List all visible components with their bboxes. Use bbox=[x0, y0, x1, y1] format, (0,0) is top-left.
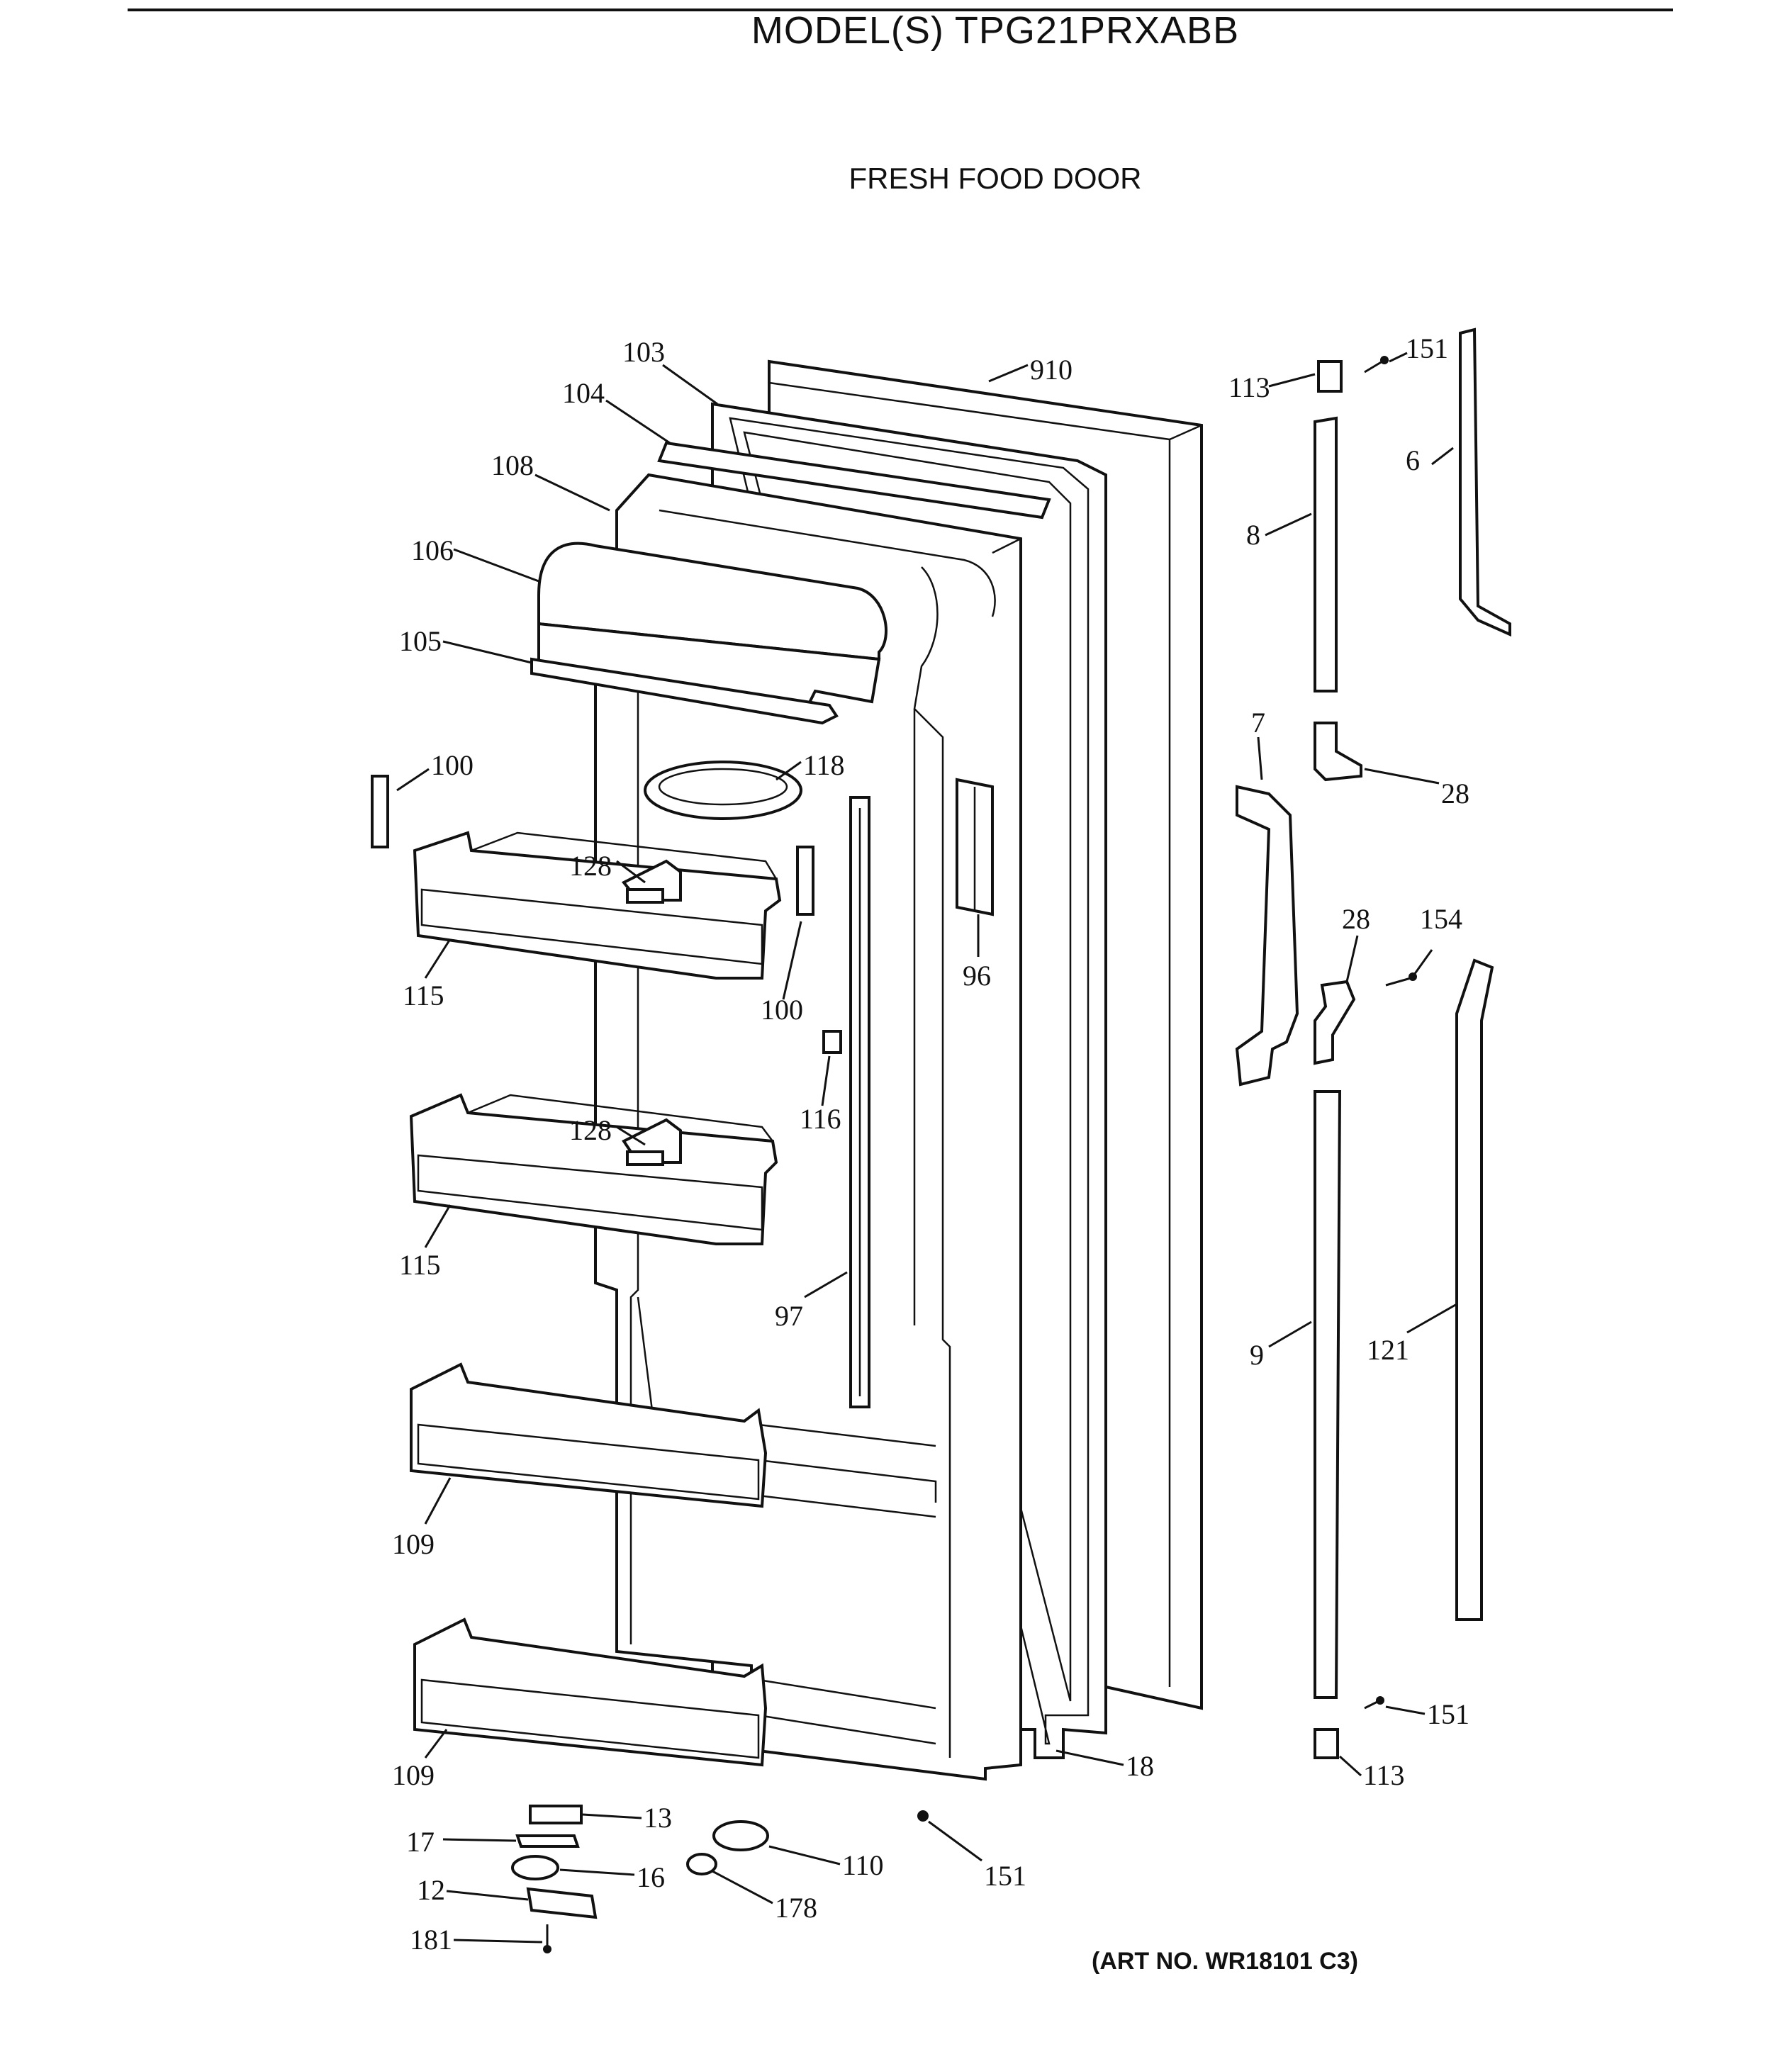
callout-110: 110 bbox=[842, 1849, 884, 1881]
callout-118: 118 bbox=[803, 749, 845, 781]
egg-tray bbox=[644, 761, 802, 820]
callout-103: 103 bbox=[622, 336, 665, 368]
callout-910: 910 bbox=[1030, 354, 1073, 386]
callout-100-left: 100 bbox=[431, 749, 474, 781]
callout-151-top: 151 bbox=[1406, 332, 1448, 364]
callout-105: 105 bbox=[399, 625, 442, 657]
top-hinge-bracket bbox=[1317, 360, 1343, 393]
callout-106: 106 bbox=[411, 534, 454, 566]
handle-trim-upper bbox=[1459, 327, 1511, 637]
callout-8: 8 bbox=[1246, 519, 1260, 551]
callout-113-top: 113 bbox=[1228, 371, 1270, 403]
callout-104: 104 bbox=[562, 377, 605, 409]
shelf-clip bbox=[822, 1030, 842, 1054]
callout-12: 12 bbox=[417, 1874, 445, 1906]
callout-115-lower: 115 bbox=[399, 1249, 441, 1281]
screw-handle bbox=[1385, 972, 1417, 987]
closer-cam bbox=[686, 1853, 717, 1875]
shelf-support-left bbox=[371, 775, 389, 848]
callout-151-bottom: 151 bbox=[1427, 1698, 1469, 1730]
callout-154: 154 bbox=[1420, 903, 1462, 935]
callout-151-door: 151 bbox=[984, 1860, 1026, 1892]
leader-lines bbox=[396, 352, 1457, 1944]
top-rule bbox=[128, 9, 1673, 11]
callout-181: 181 bbox=[410, 1924, 452, 1956]
door-handle bbox=[1235, 785, 1299, 1087]
hinge-plate bbox=[529, 1805, 583, 1824]
section-title: FRESH FOOD DOOR bbox=[849, 162, 1142, 195]
hinge-bushing bbox=[511, 1855, 559, 1880]
callout-28-lower: 28 bbox=[1342, 903, 1370, 935]
callout-labels: 910 103 104 108 106 105 100 118 128 115 … bbox=[392, 332, 1469, 1956]
callout-100-right: 100 bbox=[761, 994, 803, 1026]
dairy-trim bbox=[530, 657, 839, 725]
handle-bracket-upper bbox=[1314, 722, 1362, 782]
door-stop-screw bbox=[917, 1810, 929, 1822]
shelf-support-right bbox=[796, 846, 814, 916]
handle-mount-lower bbox=[1314, 1090, 1342, 1699]
callout-7: 7 bbox=[1251, 707, 1265, 739]
bottom-hinge-bracket bbox=[1314, 1728, 1339, 1759]
screw-bottom bbox=[1364, 1696, 1384, 1710]
top-trim-strip bbox=[657, 441, 1051, 520]
handle-trim-lower bbox=[1455, 958, 1494, 1621]
bottom-hinge bbox=[526, 1887, 598, 1919]
hinge-shim bbox=[515, 1834, 580, 1848]
callout-17: 17 bbox=[406, 1826, 435, 1858]
vertical-shelf-rail bbox=[849, 796, 870, 1408]
callout-16: 16 bbox=[637, 1861, 665, 1893]
door-shelf-bin-bottom bbox=[413, 1617, 768, 1767]
dairy-compartment-door bbox=[537, 542, 887, 707]
callout-109-bottom: 109 bbox=[392, 1759, 435, 1791]
callout-116: 116 bbox=[800, 1103, 841, 1135]
callout-128-upper: 128 bbox=[569, 850, 612, 882]
door-bin-lower bbox=[409, 1093, 778, 1245]
callout-9: 9 bbox=[1250, 1339, 1264, 1371]
callout-113-bottom: 113 bbox=[1363, 1759, 1405, 1791]
door-shelf-bin-middle bbox=[410, 1362, 768, 1508]
callout-109-middle: 109 bbox=[392, 1528, 435, 1560]
callout-121: 121 bbox=[1367, 1334, 1409, 1366]
callout-96: 96 bbox=[963, 960, 991, 992]
callout-108: 108 bbox=[491, 449, 534, 481]
art-number: (ART NO. WR18101 C3) bbox=[1092, 1948, 1358, 1975]
hinge-screw bbox=[543, 1924, 551, 1953]
handle-mount-upper bbox=[1314, 416, 1338, 692]
callout-6: 6 bbox=[1406, 444, 1420, 476]
callout-28-upper: 28 bbox=[1441, 778, 1469, 809]
small-rack bbox=[956, 778, 994, 916]
callout-115-upper: 115 bbox=[403, 980, 444, 1011]
callout-18: 18 bbox=[1126, 1750, 1154, 1782]
callout-97: 97 bbox=[775, 1300, 803, 1332]
handle-bracket-lower bbox=[1314, 980, 1356, 1065]
model-title: MODEL(S) TPG21PRXABB bbox=[751, 9, 1240, 52]
callout-178: 178 bbox=[775, 1892, 817, 1924]
door-bin-upper bbox=[413, 831, 782, 980]
callout-128-lower: 128 bbox=[569, 1114, 612, 1146]
callout-13: 13 bbox=[644, 1802, 672, 1834]
door-closer bbox=[712, 1820, 769, 1851]
screw-top bbox=[1364, 356, 1389, 374]
